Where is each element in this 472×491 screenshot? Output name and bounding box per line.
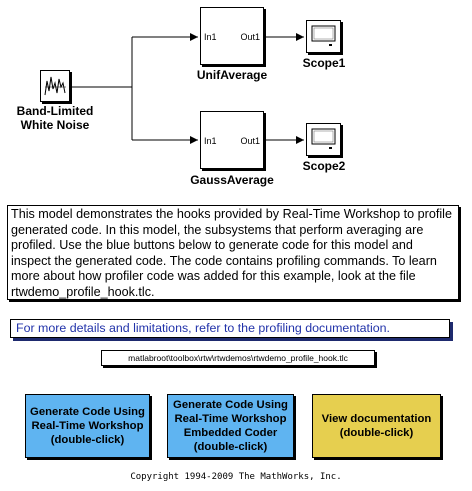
scope2-block[interactable] <box>306 123 341 156</box>
scope2-label: Scope2 <box>302 159 346 173</box>
view-documentation-button[interactable]: View documentation (double-click) <box>312 394 441 458</box>
unif-average-subsystem[interactable]: In1 Out1 <box>200 7 264 65</box>
scope1-block[interactable] <box>306 20 341 53</box>
gauss-average-subsystem[interactable]: In1 Out1 <box>200 111 264 169</box>
view-documentation-label: View documentation (double-click) <box>321 413 432 439</box>
gauss-in-port: In1 <box>204 136 217 146</box>
generate-code-grt-button[interactable]: Generate Code Using Real-Time Workshop (… <box>25 394 150 458</box>
generate-code-grt-label: Generate Code Using Real-Time Workshop (… <box>30 406 145 446</box>
band-limited-white-noise-block[interactable] <box>40 70 70 102</box>
scope-icon <box>311 25 336 46</box>
noise-icon <box>44 76 66 96</box>
unif-average-label: UnifAverage <box>196 68 268 82</box>
tlc-file-path[interactable]: matlabroot\toolbox\rtw\rtwdemos\rtwdemo_… <box>101 350 375 366</box>
scope1-label: Scope1 <box>302 56 346 70</box>
gauss-out-port: Out1 <box>240 136 260 146</box>
generate-code-ert-button[interactable]: Generate Code Using Real-Time Workshop E… <box>167 394 294 458</box>
profiling-documentation-link[interactable]: For more details and limitations, refer … <box>10 319 450 338</box>
unif-out-port: Out1 <box>240 32 260 42</box>
unif-in-port: In1 <box>204 32 217 42</box>
noise-block-label: Band-Limited White Noise <box>5 104 105 132</box>
scope-icon <box>311 128 336 149</box>
generate-code-ert-label: Generate Code Using Real-Time Workshop E… <box>173 399 288 453</box>
noise-label-line1: Band-Limited <box>16 104 94 118</box>
gauss-average-label: GaussAverage <box>190 173 274 187</box>
signal-wires <box>70 33 304 144</box>
model-description: This model demonstrates the hooks provid… <box>7 205 459 300</box>
copyright-notice: Copyright 1994-2009 The MathWorks, Inc. <box>130 472 342 482</box>
noise-label-line2: White Noise <box>20 118 90 132</box>
